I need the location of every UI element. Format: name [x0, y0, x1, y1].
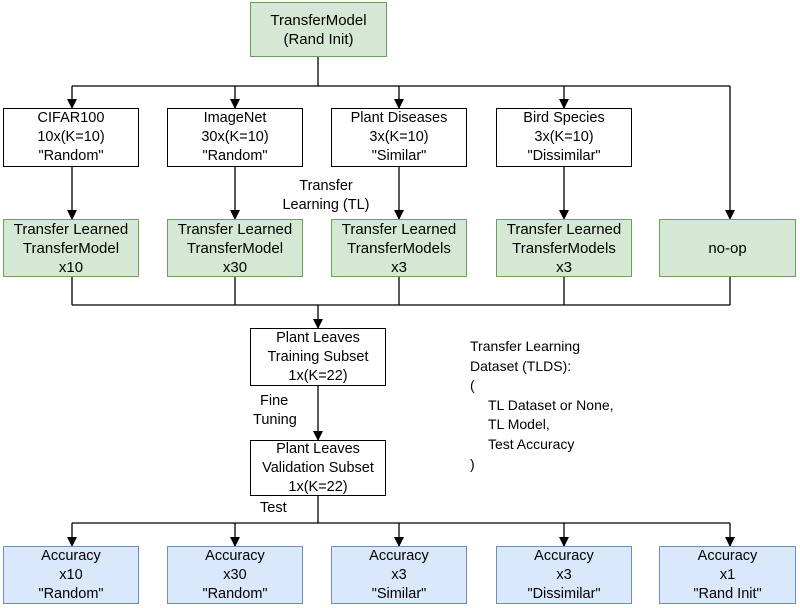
dataset-box-imagenet: ImageNet 30x(K=10) "Random" [167, 108, 303, 167]
accuracy-count: x10 [59, 566, 83, 583]
noop-label: no-op [708, 239, 747, 257]
training-line-2: Training Subset [267, 348, 369, 365]
training-line-3: 1x(K=22) [288, 367, 348, 384]
dataset-type: "Dissimilar" [527, 148, 601, 164]
accuracy-title: Accuracy [697, 547, 758, 564]
learned-line-1: Transfer Learned [506, 220, 622, 238]
transfer-learning-label: Transfer Learning (TL) [276, 177, 376, 215]
dataset-count: 30x(K=10) [201, 129, 269, 145]
training-line-1: Plant Leaves [276, 329, 360, 346]
tlds-legend: Transfer Learning Dataset (TLDS): ( TL D… [470, 337, 614, 474]
tl-label-line-2: Learning (TL) [282, 197, 370, 213]
dataset-name: Bird Species [523, 110, 605, 126]
dataset-type: "Similar" [371, 148, 427, 164]
accuracy-type: "Random" [202, 585, 268, 602]
validation-line-1: Plant Leaves [276, 440, 360, 457]
accuracy-box-2: Accuracy x30 "Random" [167, 546, 303, 604]
learned-line-1: Transfer Learned [177, 220, 293, 238]
accuracy-title: Accuracy [41, 547, 101, 564]
learned-line-3: x3 [391, 258, 407, 276]
tl-label-line-1: Transfer [299, 178, 353, 194]
dataset-box-plant-diseases: Plant Diseases 3x(K=10) "Similar" [331, 108, 467, 167]
dataset-type: "Random" [202, 148, 268, 164]
noop-box: no-op [659, 219, 796, 277]
dataset-name: Plant Diseases [350, 110, 448, 126]
accuracy-count: x3 [556, 566, 572, 583]
accuracy-box-3: Accuracy x3 "Similar" [331, 546, 467, 604]
learned-line-3: x10 [58, 258, 84, 276]
dataset-count: 3x(K=10) [369, 129, 429, 145]
root-line-2: (Rand Init) [283, 30, 354, 48]
legend-line-4: TL Dataset or None, [488, 396, 614, 413]
accuracy-title: Accuracy [205, 547, 265, 564]
accuracy-box-4: Accuracy x3 "Dissimilar" [496, 546, 632, 604]
accuracy-type: "Similar" [371, 585, 427, 602]
learned-line-3: x3 [556, 258, 572, 276]
legend-line-5: TL Model, [488, 416, 550, 433]
learned-line-1: Transfer Learned [341, 220, 457, 238]
validation-line-2: Validation Subset [262, 459, 374, 476]
accuracy-count: x1 [719, 566, 736, 583]
validation-line-3: 1x(K=22) [288, 478, 348, 495]
accuracy-title: Accuracy [369, 547, 429, 564]
learned-box-2: Transfer Learned TransferModel x30 [167, 219, 303, 277]
dataset-name: CIFAR100 [37, 110, 105, 126]
dataset-box-cifar100: CIFAR100 10x(K=10) "Random" [3, 108, 139, 167]
learned-box-1: Transfer Learned TransferModel x10 [3, 219, 139, 277]
legend-line-3: ( [470, 377, 475, 394]
dataset-count: 3x(K=10) [534, 129, 594, 145]
accuracy-type: "Dissimilar" [527, 585, 601, 602]
learned-line-2: TransferModels [347, 239, 451, 257]
accuracy-title: Accuracy [534, 547, 594, 564]
learned-box-3: Transfer Learned TransferModels x3 [331, 219, 467, 277]
learned-line-3: x30 [222, 258, 248, 276]
legend-line-6: Test Accuracy [488, 435, 575, 452]
dataset-box-bird-species: Bird Species 3x(K=10) "Dissimilar" [496, 108, 632, 167]
legend-line-1: Transfer Learning [470, 338, 580, 354]
accuracy-count: x30 [223, 566, 247, 583]
training-subset-box: Plant Leaves Training Subset 1x(K=22) [250, 328, 386, 386]
test-label: Test [260, 500, 287, 516]
fine-tuning-line-2: Tuning [253, 412, 297, 428]
accuracy-count: x3 [391, 566, 407, 583]
root-line-1: TransferModel [270, 11, 367, 29]
learned-line-2: TransferModels [512, 239, 616, 257]
learned-line-2: TransferModel [22, 239, 120, 257]
accuracy-type: "Random" [38, 585, 104, 602]
learned-box-4: Transfer Learned TransferModels x3 [496, 219, 632, 277]
root-transfermodel-box: TransferModel (Rand Init) [250, 2, 387, 57]
legend-line-7: ) [470, 455, 475, 472]
learned-line-2: TransferModel [186, 239, 284, 257]
legend-line-2: Dataset (TLDS): [470, 357, 572, 374]
accuracy-type: "Rand Init" [693, 585, 762, 602]
dataset-name: ImageNet [203, 110, 267, 126]
accuracy-box-5: Accuracy x1 "Rand Init" [659, 546, 796, 604]
validation-subset-box: Plant Leaves Validation Subset 1x(K=22) [250, 440, 386, 496]
accuracy-box-1: Accuracy x10 "Random" [3, 546, 139, 604]
fine-tuning-label: Fine Tuning [253, 392, 297, 430]
learned-line-1: Transfer Learned [13, 220, 129, 238]
dataset-count: 10x(K=10) [37, 129, 105, 145]
fine-tuning-line-1: Fine [260, 393, 289, 409]
dataset-type: "Random" [38, 148, 104, 164]
